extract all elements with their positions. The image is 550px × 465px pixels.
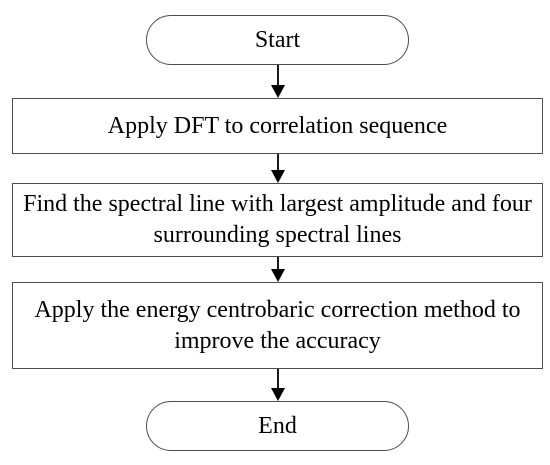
step-2-label: Find the spectral line with largest ampl… xyxy=(23,191,532,248)
arrowhead-step-3 xyxy=(271,269,285,282)
process-step-energy-correction: Apply the energy centrobaric correction … xyxy=(12,282,543,369)
step-1-label: Apply DFT to correlation sequence xyxy=(107,112,448,139)
end-terminal: End xyxy=(146,401,409,451)
end-label: End xyxy=(258,412,297,439)
start-label: Start xyxy=(254,26,301,53)
arrowhead-step-1 xyxy=(271,85,285,98)
start-terminal: Start xyxy=(146,15,409,65)
arrowhead-step-2 xyxy=(271,170,285,183)
arrowhead-end xyxy=(271,388,285,401)
step-3-label: Apply the energy centrobaric correction … xyxy=(34,296,521,354)
process-step-apply-dft: Apply DFT to correlation sequence xyxy=(12,98,543,154)
process-step-find-spectral-line: Find the spectral line with largest ampl… xyxy=(12,183,543,257)
